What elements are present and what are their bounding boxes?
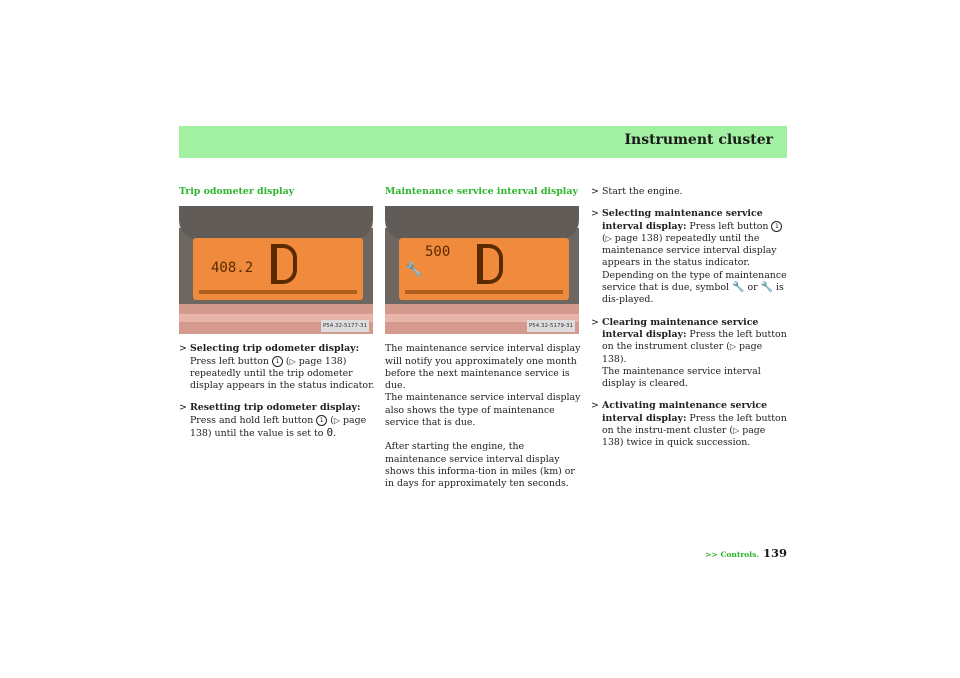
button-1-icon: 1 (271, 355, 283, 367)
display-panel: 500 🔧 (399, 238, 569, 301)
page-ref-arrow-icon: ▷ (733, 426, 740, 436)
button-1-icon: 1 (316, 414, 328, 426)
page-title: Instrument cluster (624, 132, 773, 148)
list-item: > Selecting trip odometer display: Press… (179, 343, 375, 392)
wrench-icon: 🔧 (732, 282, 745, 294)
image-code: P54.32-5179-31 (526, 320, 575, 333)
list-item: > Activating maintenance service interva… (591, 400, 787, 449)
fuel-bar (405, 290, 563, 295)
button-1-icon: 1 (771, 220, 783, 232)
list-item: > Selecting maintenance service interval… (591, 208, 787, 306)
zero-display-glyph: 0 (326, 426, 334, 440)
next-section-link[interactable]: >> Controls. (705, 550, 759, 559)
maintenance-para-3: After starting the engine, the maintenan… (385, 441, 575, 490)
page-ref-arrow-icon: ▷ (729, 342, 737, 352)
page-footer: >> Controls.139 (600, 542, 787, 561)
gear-indicator (477, 244, 503, 285)
trip-odometer-title: Trip odometer display (179, 186, 295, 197)
page-ref-arrow-icon: ▷ (289, 356, 296, 366)
maintenance-display-value: 500 (425, 244, 451, 261)
wrench-icon: 🔧 (405, 262, 423, 279)
page-ref-arrow-icon: ▷ (333, 415, 341, 425)
wrench-cross-icon: 🔧 (760, 282, 774, 294)
display-panel: 408.2 (193, 238, 363, 301)
trip-odometer-section: Trip odometer display 408.2 P54.32-5177-… (179, 186, 375, 450)
maintenance-para-2: The maintenance service interval display… (385, 392, 581, 429)
trip-display-value: 408.2 (211, 260, 254, 277)
maintenance-section: Maintenance service interval display 500… (385, 186, 581, 491)
fuel-bar (199, 290, 357, 295)
page-header: Instrument cluster (179, 126, 787, 158)
gear-indicator (271, 244, 297, 285)
list-item: > Clearing maintenance service interval … (591, 316, 787, 390)
steps-section: > Start the engine. > Selecting maintena… (591, 186, 787, 460)
page-ref-arrow-icon: ▷ (605, 233, 612, 243)
list-item: > Resetting trip odometer display: Press… (179, 402, 367, 440)
maintenance-title: Maintenance service interval display (385, 186, 578, 197)
list-item: > Start the engine. (591, 186, 683, 197)
maintenance-photo: 500 🔧 P54.32-5179-31 (385, 206, 579, 335)
maintenance-para-1: The maintenance service interval display… (385, 343, 581, 392)
page-number: 139 (762, 546, 787, 560)
image-code: P54.32-5177-31 (320, 320, 369, 333)
trip-odometer-photo: 408.2 P54.32-5177-31 (179, 206, 373, 335)
